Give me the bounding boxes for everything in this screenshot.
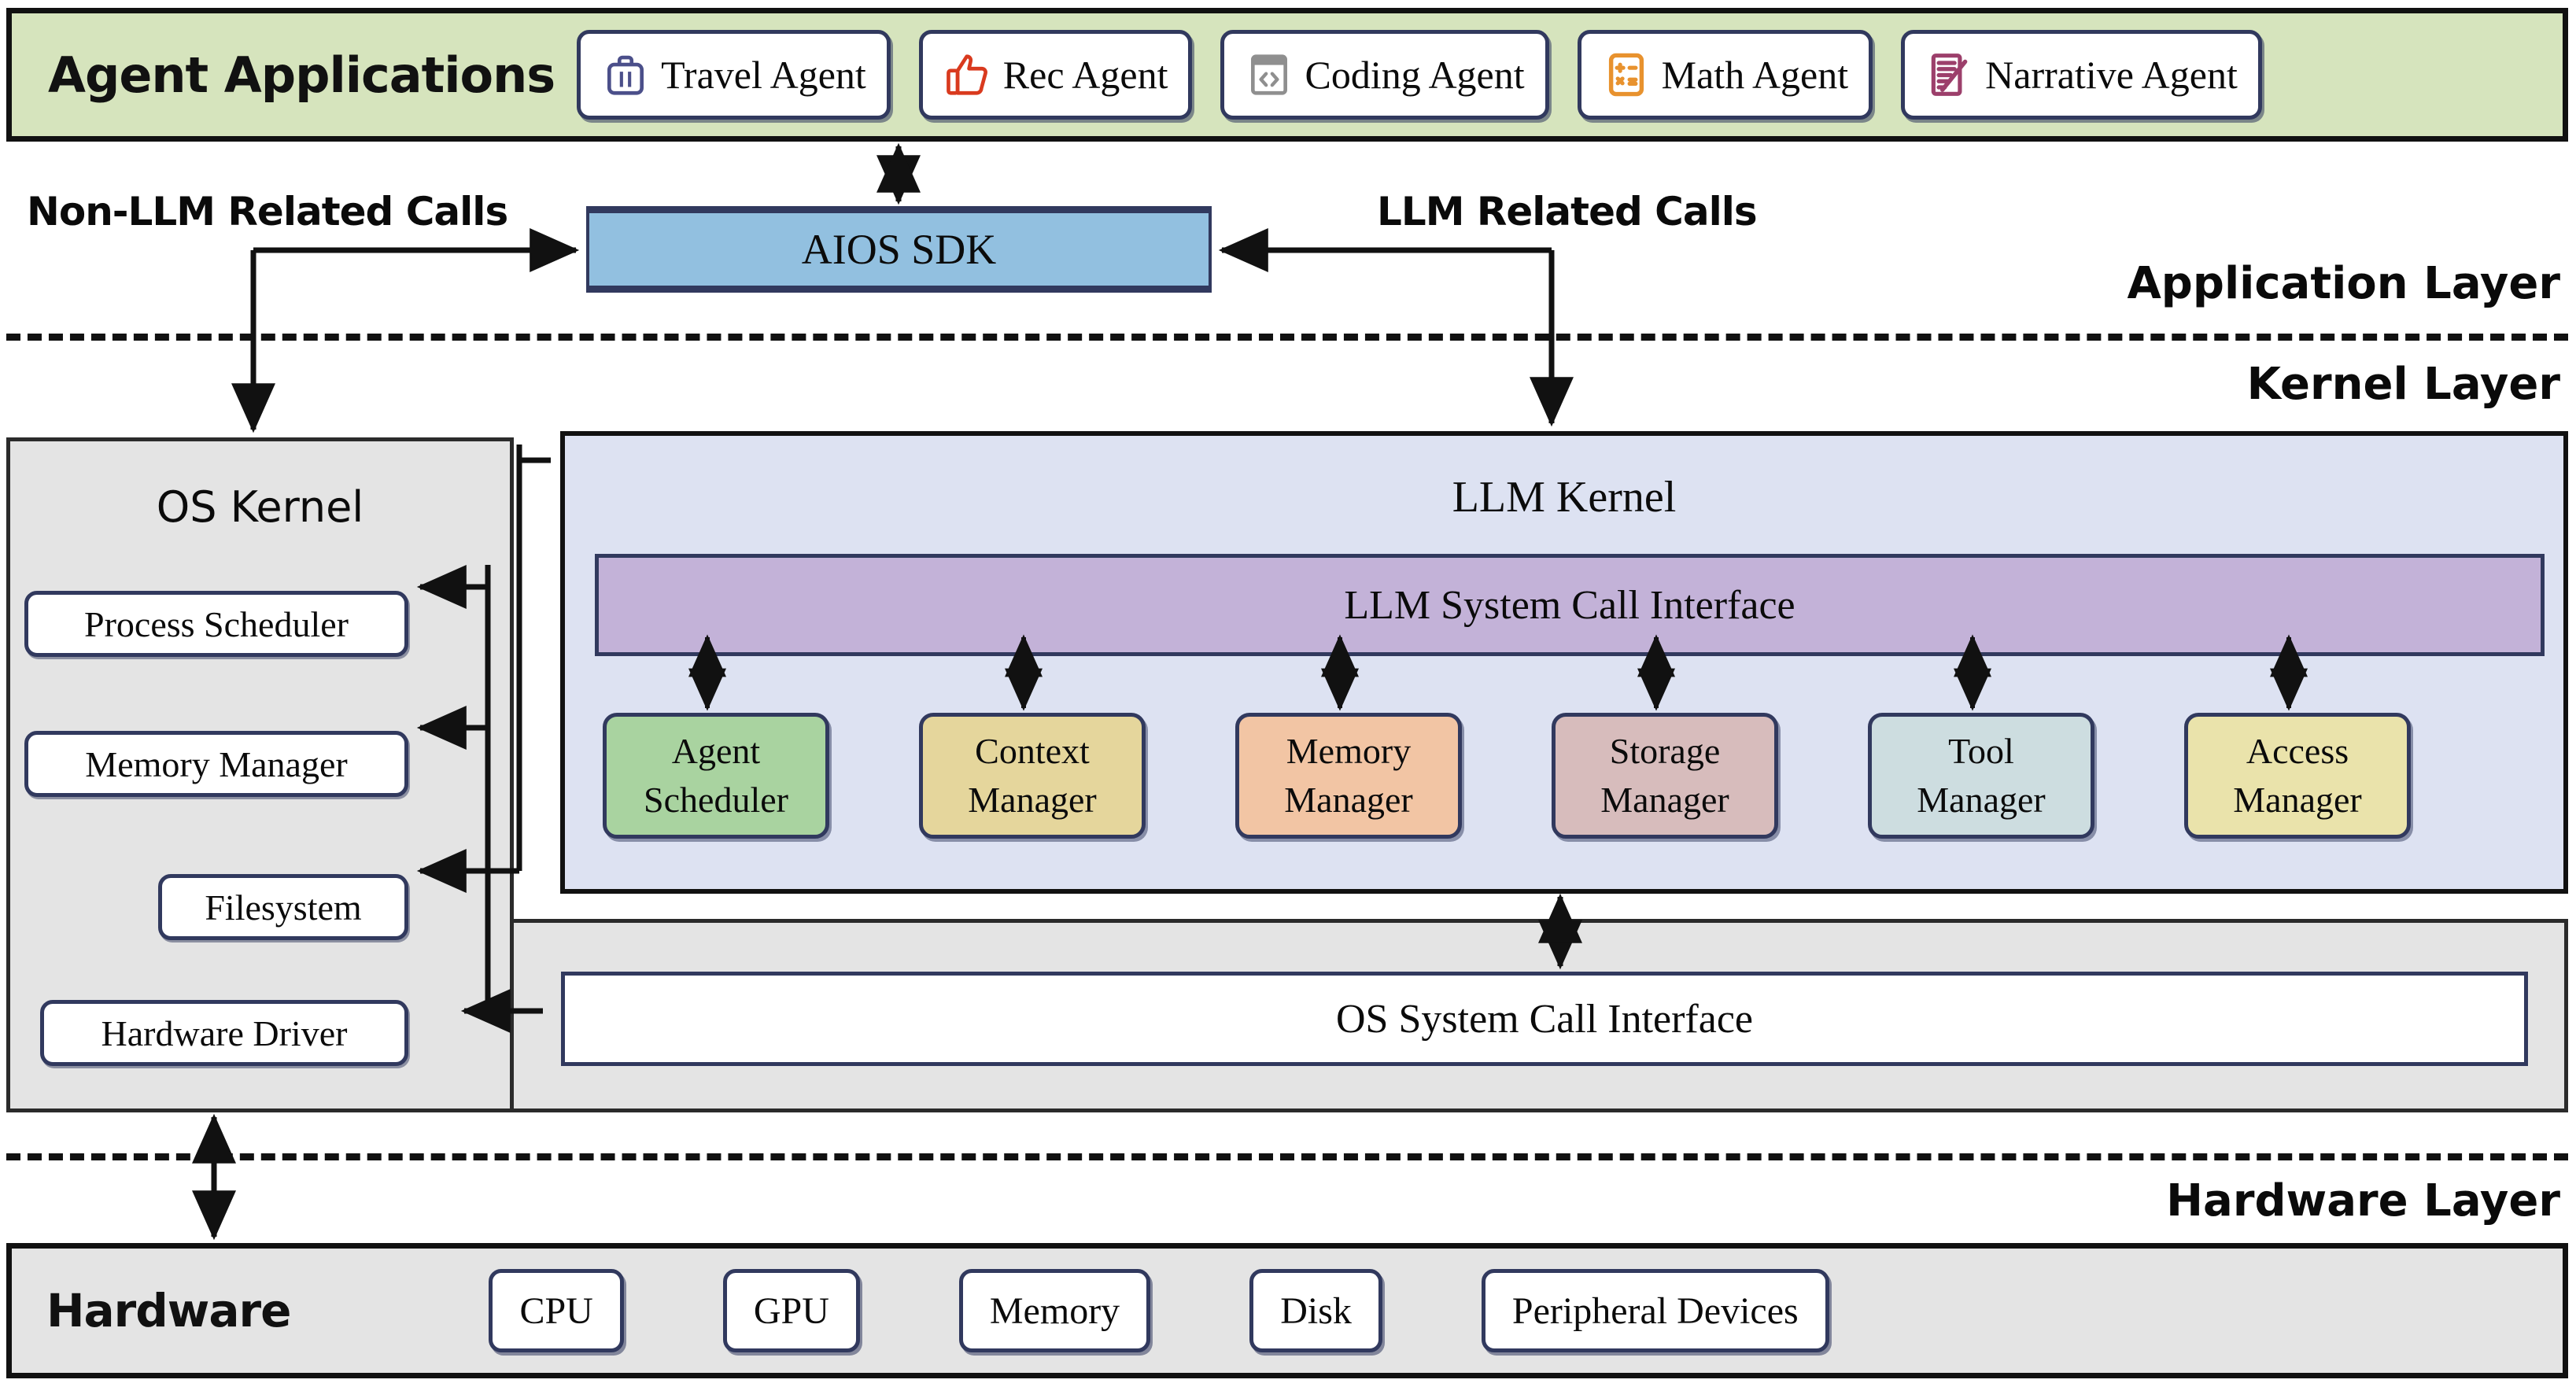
- hardware-title: Hardware: [46, 1284, 291, 1337]
- manager-access-manager[interactable]: Access Manager: [2184, 713, 2411, 839]
- hardware-band: Hardware CPU GPU Memory Disk Peripheral …: [6, 1243, 2568, 1378]
- calculator-icon: [1608, 53, 1644, 97]
- agent-label: Math Agent: [1661, 53, 1849, 97]
- os-kernel-item-process-scheduler[interactable]: Process Scheduler: [24, 591, 408, 657]
- manager-line1: Access: [2246, 730, 2349, 771]
- agent-chip-rec[interactable]: Rec Agent: [918, 30, 1193, 120]
- hardware-chip-peripheral-devices[interactable]: Peripheral Devices: [1481, 1269, 1829, 1352]
- os-kernel-panel: OS Kernel Process Scheduler Memory Manag…: [6, 437, 514, 1112]
- agent-chip-travel[interactable]: Travel Agent: [577, 30, 891, 120]
- manager-storage-manager[interactable]: Storage Manager: [1552, 713, 1778, 839]
- code-window-icon: [1251, 54, 1288, 95]
- hardware-chip-memory[interactable]: Memory: [958, 1269, 1151, 1352]
- hardware-layer-caption: Hardware Layer: [2166, 1175, 2560, 1227]
- kernel-layer-caption: Kernel Layer: [2246, 359, 2560, 410]
- manager-line2: Manager: [1917, 780, 2046, 820]
- os-system-call-interface-bar[interactable]: OS System Call Interface: [561, 972, 2528, 1066]
- manager-line2: Scheduler: [644, 780, 788, 820]
- manager-line1: Tool: [1948, 730, 2014, 771]
- non-llm-related-calls-label: Non-LLM Related Calls: [27, 189, 508, 234]
- manager-line1: Context: [975, 730, 1090, 771]
- manager-context-manager[interactable]: Context Manager: [919, 713, 1146, 839]
- os-syscall-band: OS System Call Interface: [514, 919, 2568, 1112]
- os-kernel-item-hardware-driver[interactable]: Hardware Driver: [40, 1000, 408, 1066]
- thumbs-up-icon: [946, 54, 987, 95]
- aios-sdk-box[interactable]: AIOS SDK: [586, 206, 1212, 293]
- divider-kernel-hardware: [6, 1153, 2568, 1160]
- llm-related-calls-label: LLM Related Calls: [1377, 189, 1758, 234]
- divider-application-kernel: [6, 334, 2568, 341]
- manager-memory-manager[interactable]: Memory Manager: [1235, 713, 1462, 839]
- agent-label: Travel Agent: [661, 53, 866, 97]
- hardware-chip-disk[interactable]: Disk: [1249, 1269, 1382, 1352]
- manager-line2: Manager: [1600, 780, 1729, 820]
- agent-label: Rec Agent: [1002, 53, 1168, 97]
- agent-chip-coding[interactable]: Coding Agent: [1220, 30, 1549, 120]
- suitcase-icon: [607, 55, 644, 95]
- manager-agent-scheduler[interactable]: Agent Scheduler: [603, 713, 829, 839]
- llm-system-call-interface-bar[interactable]: LLM System Call Interface: [595, 554, 2545, 656]
- document-pen-icon: [1931, 53, 1968, 96]
- application-layer-caption: Application Layer: [2127, 258, 2560, 309]
- agent-label: Coding Agent: [1305, 53, 1525, 97]
- os-kernel-title: OS Kernel: [156, 482, 364, 532]
- manager-line2: Manager: [2233, 780, 2362, 820]
- manager-line2: Manager: [1284, 780, 1413, 820]
- os-kernel-item-memory-manager[interactable]: Memory Manager: [24, 731, 408, 797]
- manager-line2: Manager: [968, 780, 1097, 820]
- os-kernel-item-filesystem[interactable]: Filesystem: [158, 874, 408, 940]
- llm-kernel-panel: LLM Kernel LLM System Call Interface Age…: [560, 431, 2568, 894]
- llm-kernel-title: LLM Kernel: [1452, 473, 1677, 522]
- manager-tool-manager[interactable]: Tool Manager: [1868, 713, 2094, 839]
- agent-label: Narrative Agent: [1985, 53, 2238, 97]
- hardware-chip-gpu[interactable]: GPU: [722, 1269, 860, 1352]
- manager-line1: Storage: [1609, 730, 1721, 771]
- manager-line1: Agent: [671, 730, 761, 771]
- agent-chip-math[interactable]: Math Agent: [1577, 30, 1873, 120]
- hardware-chip-cpu[interactable]: CPU: [489, 1269, 624, 1352]
- manager-line1: Memory: [1286, 730, 1412, 771]
- agent-applications-title: Agent Applications: [48, 46, 555, 104]
- agent-applications-band: Agent Applications Travel Agent Rec Agen…: [6, 8, 2568, 142]
- agent-chip-narrative[interactable]: Narrative Agent: [1901, 30, 2262, 120]
